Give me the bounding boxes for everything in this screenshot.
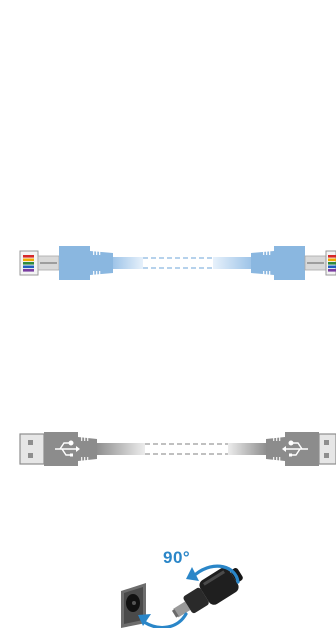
rj-cable [19, 246, 336, 280]
usb-cable [19, 432, 336, 466]
rj-boot-right [251, 246, 305, 280]
usb-trident-icon [282, 440, 308, 457]
rj-plug-right-icon [304, 250, 336, 276]
usb-trident-icon [55, 440, 80, 457]
usb-plug-right-icon [318, 433, 336, 465]
rotation-angle-label: 90° [163, 548, 191, 567]
rj-plug-left-icon [19, 250, 60, 276]
dc-barrel-plug-icon [171, 567, 243, 618]
dc-plug-rotation [121, 564, 243, 630]
usb-plug-left-icon [19, 433, 45, 465]
rotation-arrow-icon [142, 564, 240, 630]
rj-boot-left [59, 246, 113, 280]
